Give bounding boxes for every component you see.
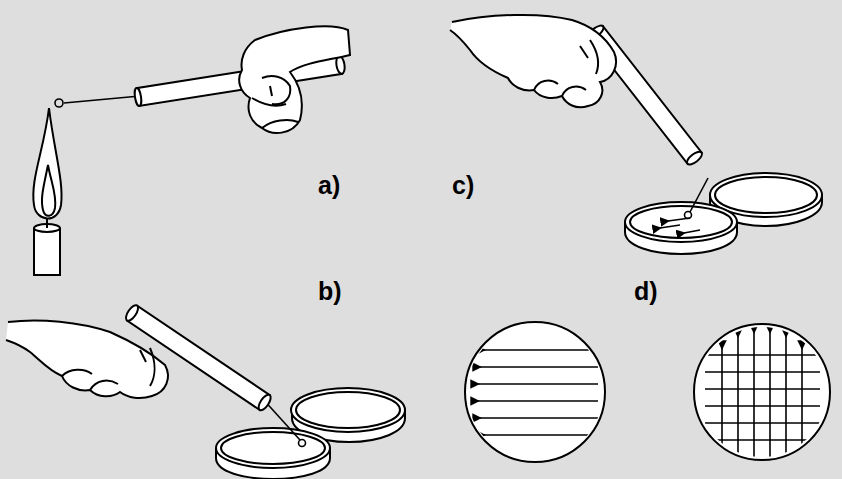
hand bbox=[252, 98, 286, 106]
streak-pattern-grid bbox=[801, 348, 803, 460]
loop-holder bbox=[124, 303, 141, 322]
streak-pattern-parallel bbox=[478, 400, 598, 402]
petri-dish bbox=[221, 432, 325, 464]
streak-pattern-grid bbox=[737, 336, 739, 460]
hand bbox=[450, 15, 616, 107]
streak-lines bbox=[660, 225, 680, 228]
streak-pattern-parallel bbox=[478, 350, 598, 435]
streak-pattern-parallel bbox=[484, 349, 598, 351]
inoculating-loop bbox=[685, 212, 692, 219]
streak-lines bbox=[660, 218, 700, 233]
streak-pattern-grid bbox=[694, 324, 830, 460]
inoculating-loop bbox=[55, 99, 63, 107]
hand bbox=[450, 15, 616, 107]
candle bbox=[34, 218, 60, 275]
flame bbox=[33, 108, 61, 219]
hand bbox=[270, 86, 272, 96]
streak-pattern-grid bbox=[753, 332, 755, 460]
streak-pattern-parallel bbox=[478, 383, 598, 385]
flame bbox=[42, 165, 55, 216]
hand bbox=[580, 46, 588, 58]
hand bbox=[6, 320, 168, 398]
streak-pattern-parallel bbox=[465, 322, 605, 462]
hand bbox=[590, 40, 598, 74]
streak-pattern-grid bbox=[694, 324, 830, 460]
streak-pattern-grid bbox=[769, 332, 771, 460]
streak-pattern-grid bbox=[705, 332, 820, 460]
petri-dish bbox=[625, 202, 737, 242]
panel-label: d) bbox=[634, 279, 658, 304]
petri-dish bbox=[625, 202, 737, 254]
inoculating-loop bbox=[64, 96, 140, 103]
hand bbox=[62, 370, 92, 376]
petri-dish-lid bbox=[296, 392, 400, 428]
flame bbox=[33, 108, 61, 219]
panel-label: c) bbox=[452, 173, 474, 198]
petri-dish bbox=[216, 428, 330, 479]
streak-pattern-parallel bbox=[480, 366, 598, 368]
petri-dish-lid bbox=[715, 177, 817, 213]
petri-dish-lid bbox=[291, 388, 405, 432]
streak-pattern-parallel bbox=[484, 434, 598, 436]
hand bbox=[534, 81, 558, 90]
hand bbox=[562, 87, 586, 96]
loop-holder bbox=[685, 149, 704, 166]
inoculating-loop bbox=[690, 178, 708, 212]
hand bbox=[262, 76, 290, 104]
hand bbox=[6, 320, 168, 398]
hand bbox=[150, 348, 155, 386]
hand bbox=[140, 350, 146, 362]
loop-holder bbox=[134, 88, 143, 107]
panel-label: a) bbox=[318, 173, 340, 198]
inoculating-loop bbox=[55, 96, 140, 107]
hand bbox=[90, 381, 118, 390]
hand bbox=[239, 26, 350, 133]
inoculating-loop bbox=[685, 178, 709, 219]
candle bbox=[34, 228, 60, 275]
streak-lines bbox=[684, 230, 700, 233]
hand bbox=[262, 120, 298, 128]
loop-holder bbox=[256, 393, 273, 412]
hand bbox=[239, 26, 350, 133]
streak-pattern-grid bbox=[785, 336, 787, 460]
panel-label: b) bbox=[318, 279, 342, 304]
inoculating-loop bbox=[299, 440, 306, 447]
petri-dish bbox=[630, 206, 732, 238]
streak-pattern-grid bbox=[721, 348, 723, 460]
streak-pattern-parallel bbox=[480, 417, 598, 419]
streak-pattern-parallel bbox=[465, 322, 605, 462]
petri-dish bbox=[216, 428, 330, 468]
